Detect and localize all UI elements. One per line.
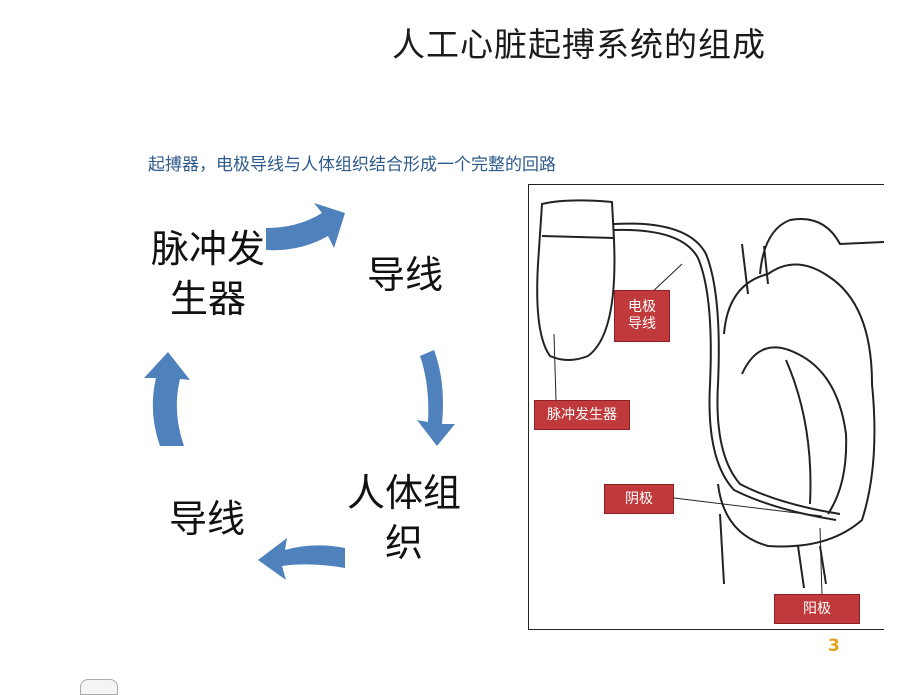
aorta-arch <box>759 218 884 275</box>
arrow-lead-to-tissue <box>417 350 455 446</box>
pulse-generator-header <box>541 235 615 239</box>
slide-title: 人工心脏起搏系统的组成 <box>392 25 766 64</box>
figure-frame <box>528 184 884 630</box>
heart-inner-wall <box>741 346 848 515</box>
arrow-tissue-to-lead <box>258 538 345 580</box>
pulse-generator-shape <box>536 199 616 361</box>
lead-wire-inner <box>613 228 837 521</box>
arrow-generator-to-lead <box>266 203 345 251</box>
document-icon <box>80 679 118 695</box>
heart-outline <box>717 263 876 548</box>
heart-pacemaker-illustration <box>536 199 884 597</box>
lead-wire <box>613 222 841 515</box>
arrow-lead-to-generator <box>144 352 190 446</box>
cycle-node-lead-bottom: 导线 <box>168 497 245 541</box>
cycle-arrows <box>144 203 455 580</box>
heart-septum <box>785 359 812 505</box>
slide-subtitle: 起搏器，电极导线与人体组织结合形成一个完整的回路 <box>148 155 556 175</box>
label-pulse-generator: 脉冲发生器 <box>534 400 630 430</box>
cycle-node-pulse-generator: 脉冲发 生器 <box>150 227 265 321</box>
label-cathode: 阴极 <box>604 484 674 514</box>
cycle-node-body-tissue: 人体组 织 <box>346 471 461 565</box>
cycle-node-lead-top: 导线 <box>366 253 443 297</box>
vena-cava <box>741 243 769 295</box>
label-anode: 阳极 <box>774 594 860 624</box>
page-number: 3 <box>828 636 840 656</box>
lower-vessels <box>719 513 827 589</box>
label-lead: 电极 导线 <box>614 290 670 342</box>
